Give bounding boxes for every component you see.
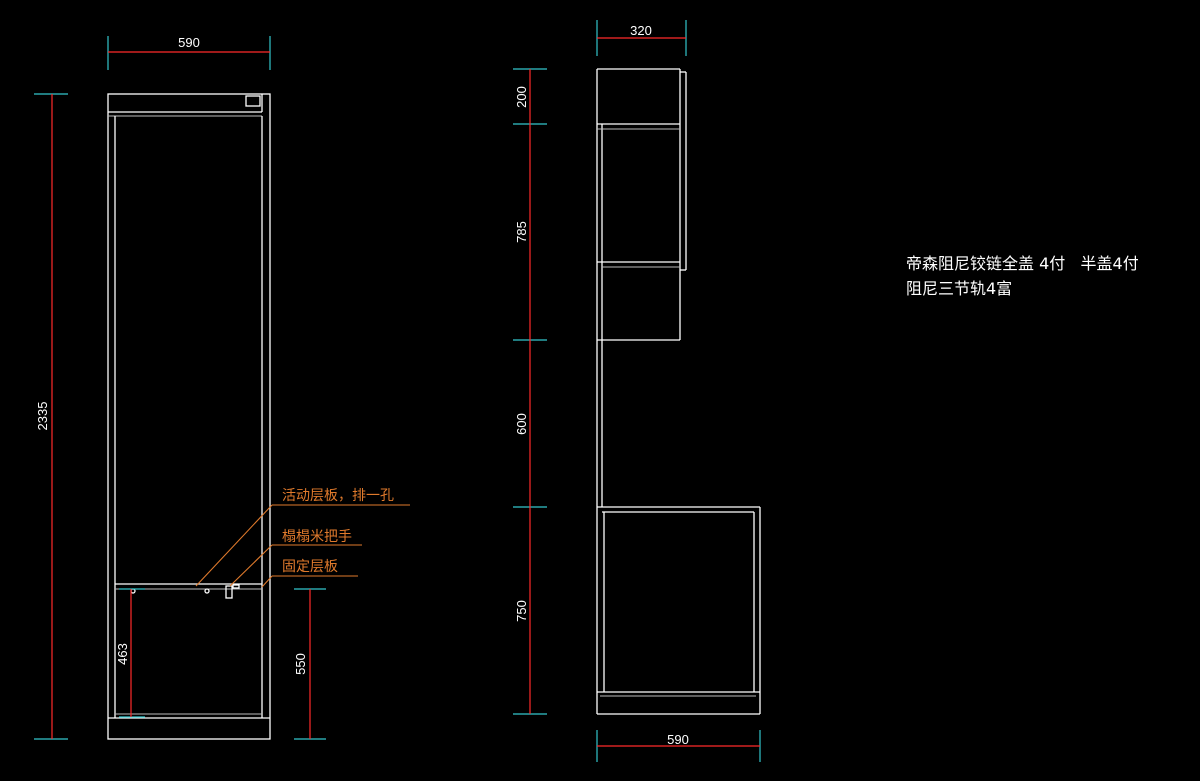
handle-icon [225, 585, 233, 599]
side-dim-750: 750 [514, 600, 529, 622]
front-width-dimension: 590 [107, 35, 271, 70]
fixed-shelf-label: 固定层板 [282, 559, 338, 575]
side-bottom-width-dimension: 590 [596, 730, 761, 762]
side-top-width-label: 320 [630, 23, 652, 38]
side-top-width-dimension: 320 [596, 20, 687, 56]
front-shelf-height-dimension: 550 [293, 588, 326, 740]
front-shelf-height-label: 550 [293, 653, 308, 675]
handle-label: 榻榻米把手 [282, 529, 352, 545]
hardware-notes: 帝森阻尼铰链全盖 4付 半盖4付 阻尼三节轨4富 [906, 254, 1139, 298]
side-view: 320 200 785 600 750 [513, 20, 761, 762]
side-dim-200: 200 [514, 86, 529, 108]
front-cabinet-body [107, 93, 271, 740]
note-line-1: 帝森阻尼铰链全盖 4付 半盖4付 [906, 254, 1139, 273]
front-width-label: 590 [178, 35, 200, 50]
front-height-label: 2335 [35, 402, 50, 431]
front-height-dimension: 2335 [34, 93, 68, 740]
adjustable-shelf-label: 活动层板，排一孔 [282, 488, 394, 504]
side-dim-785: 785 [514, 221, 529, 243]
front-view: 590 2335 [34, 35, 410, 740]
note-line-2: 阻尼三节轨4富 [906, 279, 1012, 298]
side-dim-600: 600 [514, 413, 529, 435]
front-lower-dimension: 463 [115, 588, 145, 718]
front-lower-label: 463 [115, 643, 130, 665]
side-cabinet-body [596, 68, 761, 715]
front-annotations: 活动层板，排一孔 榻榻米把手 固定层板 [195, 488, 410, 588]
side-height-dimension-chain: 200 785 600 750 [513, 68, 547, 715]
side-bottom-width-label: 590 [667, 732, 689, 747]
